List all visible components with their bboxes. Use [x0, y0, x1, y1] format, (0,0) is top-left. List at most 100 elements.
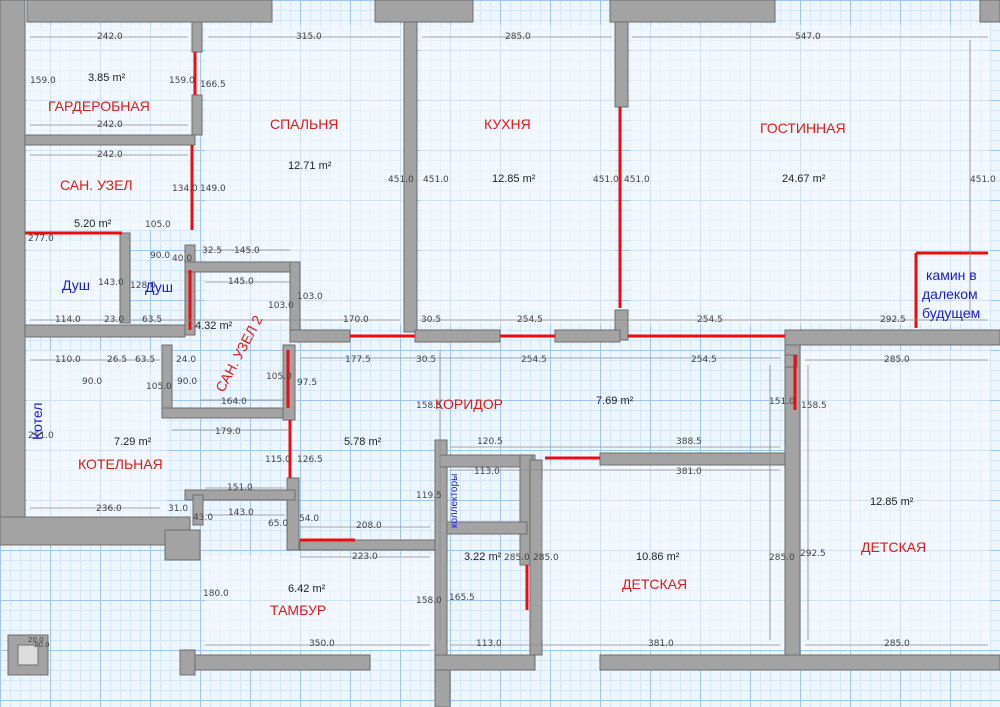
- dimension-label: 158.5: [801, 401, 827, 411]
- dimension-label: 177.5: [345, 355, 371, 365]
- dimension-label: 63.5: [135, 355, 156, 365]
- dimension-label: 151.0: [227, 483, 253, 493]
- room-name-tambour: ТАМБУР: [270, 602, 327, 618]
- room-name-kids2: ДЕТСКАЯ: [861, 539, 927, 555]
- dimension-label: 254.5: [691, 355, 717, 365]
- dimension-label: 451.0: [388, 175, 414, 185]
- dimension-label: 97.5: [297, 378, 318, 388]
- dimension-label: 315.0: [296, 32, 322, 42]
- area-bedroom: 12.71 m²: [288, 160, 332, 172]
- dimension-label: 105.0: [146, 382, 172, 392]
- dimension-label: 451.0: [423, 175, 449, 185]
- dimension-label: 143.0: [228, 508, 254, 518]
- dimension-label: 20.0: [34, 641, 50, 649]
- dimension-label: 128.0: [130, 281, 156, 291]
- area-kids-mid: 10.86 m²: [636, 551, 680, 563]
- dimension-label: 103.0: [297, 292, 323, 302]
- room-name-kitchen: КУХНЯ: [484, 116, 531, 132]
- dimension-label: 292.5: [880, 315, 906, 325]
- dimension-label: 285.0: [533, 553, 559, 563]
- dimension-label: 277.0: [28, 234, 54, 244]
- dimension-label: 143.0: [98, 278, 124, 288]
- area-bath2: 4.32 m²: [195, 320, 233, 332]
- area-tambour: 6.42 m²: [288, 583, 326, 595]
- room-name-bedroom: СПАЛЬНЯ: [270, 116, 339, 132]
- dimension-label: 23.0: [104, 315, 125, 325]
- dimension-label: 208.0: [356, 521, 382, 531]
- dimension-label: 285.0: [505, 32, 531, 42]
- label-shower-1: Душ: [62, 277, 91, 293]
- dimension-label: 115.0: [265, 455, 291, 465]
- dimension-label: 388.5: [676, 437, 702, 447]
- area-collector: 3.22 m²: [464, 551, 502, 563]
- dimension-label: 236.0: [96, 504, 122, 514]
- dimension-label: 254.5: [521, 355, 547, 365]
- dimension-label: 180.0: [203, 589, 229, 599]
- dimension-label: 285.0: [769, 553, 795, 563]
- dimension-label: 24.0: [176, 355, 197, 365]
- dimension-label: 381.0: [648, 639, 674, 649]
- area-corridor: 7.69 m²: [596, 395, 634, 407]
- dimension-label: 151.0: [769, 397, 795, 407]
- dimension-label: 134.0: [172, 184, 198, 194]
- dimension-label: 159.0: [169, 76, 195, 86]
- label-shower-2: Душ: [145, 279, 174, 295]
- room-name-living: ГОСТИННАЯ: [760, 120, 846, 136]
- dimension-label: 451.0: [624, 175, 650, 185]
- label-fireplace-line2: далеком: [922, 286, 978, 302]
- dimension-label: 170.0: [343, 315, 369, 325]
- area-kids-right: 12.85 m²: [870, 496, 914, 508]
- area-garderob: 3.85 m²: [88, 72, 126, 84]
- dimension-label: 54.0: [299, 514, 320, 524]
- dimension-label: 103.0: [268, 301, 294, 311]
- dimension-label: 451.0: [970, 175, 996, 185]
- dimension-label: 63.5: [142, 315, 163, 325]
- dimension-label: 547.0: [795, 32, 821, 42]
- dimension-label: 31.0: [168, 504, 189, 514]
- dimension-label: 381.0: [676, 467, 702, 477]
- dimension-label: 113.0: [474, 467, 500, 477]
- dimension-label: 242.0: [97, 120, 123, 130]
- dimension-label: 223.0: [352, 552, 378, 562]
- dimension-label: 158.5: [416, 401, 442, 411]
- room-name-kids1: ДЕТСКАЯ: [622, 576, 688, 592]
- dimension-label: 285.0: [504, 553, 530, 563]
- dimension-label: 32.5: [202, 246, 223, 256]
- area-living: 24.67 m²: [782, 173, 826, 185]
- dimension-label: 20.0: [28, 636, 44, 644]
- dimension-label: 242.0: [97, 150, 123, 160]
- dimension-label: 179.0: [215, 427, 241, 437]
- label-fireplace-line3: будущем: [922, 305, 981, 321]
- dimension-label: 145.0: [228, 277, 254, 287]
- dimension-label: 285.0: [884, 355, 910, 365]
- room-name-corridor: КОРИДОР: [435, 396, 503, 412]
- dimension-label: 113.0: [476, 639, 502, 649]
- dimension-label: 126.5: [297, 455, 323, 465]
- dimension-label: 90.0: [177, 377, 198, 387]
- area-kitchen: 12.85 m²: [492, 173, 536, 185]
- dimension-label: 254.5: [697, 315, 723, 325]
- area-bath1: 5.20 m²: [74, 218, 112, 230]
- dimension-label: 40.0: [172, 254, 193, 264]
- dimension-label: 149.0: [200, 184, 226, 194]
- dimension-label: 120.5: [477, 437, 503, 447]
- dimension-label: 65.0: [268, 519, 289, 529]
- dimension-label: 145.0: [234, 246, 260, 256]
- dimension-label: 165.5: [449, 593, 475, 603]
- dimension-label: 451.0: [593, 175, 619, 185]
- dimension-label: 285.0: [884, 639, 910, 649]
- dimension-label: 166.5: [200, 80, 226, 90]
- dimension-label: 90.0: [82, 377, 103, 387]
- room-name-garderob: ГАРДЕРОБНАЯ: [48, 98, 150, 114]
- dimension-label: 158.0: [416, 596, 442, 606]
- dimension-label: 26.5: [107, 355, 128, 365]
- dimension-label: 119.5: [416, 491, 442, 501]
- dimension-label: 292.5: [800, 549, 826, 559]
- dimension-label: 114.0: [55, 315, 81, 325]
- dimension-label: 251.0: [28, 431, 54, 441]
- dimension-label: 90.0: [150, 251, 171, 261]
- dimension-label: 254.5: [517, 315, 543, 325]
- room-name-boiler: КОТЕЛЬНАЯ: [78, 456, 163, 472]
